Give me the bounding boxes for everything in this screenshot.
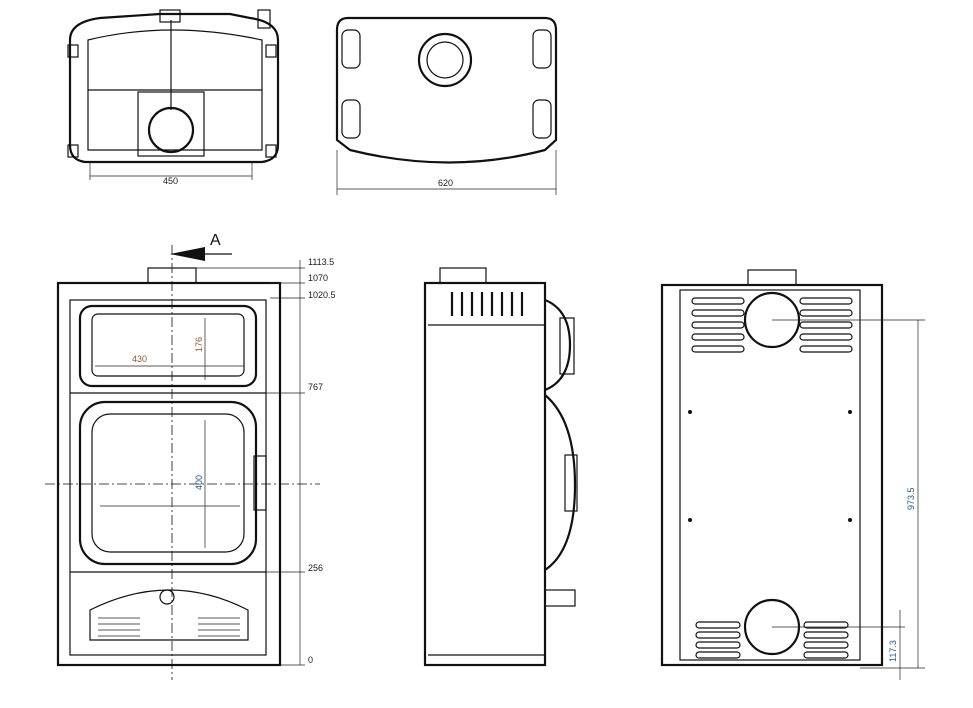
top-view-rear: 620: [335, 16, 558, 195]
section-marker-a: A: [210, 232, 221, 249]
dim-117-3: 117.3: [888, 640, 898, 662]
dim-620: 620: [438, 178, 453, 188]
height-label: 256: [308, 563, 323, 573]
dim-450: 450: [163, 176, 178, 186]
dim-430: 430: [132, 354, 147, 364]
height-label: 767: [308, 382, 323, 392]
height-label: 1113.5: [308, 257, 334, 267]
dim-400: 400: [194, 475, 204, 490]
front-view: A 430 176 400 1113.5 1070 1020.5 767 256…: [45, 232, 336, 680]
dim-973-5: 973.5: [906, 487, 916, 510]
height-label: 1070: [308, 273, 328, 283]
height-label: 0: [308, 655, 313, 665]
dim-176: 176: [194, 337, 204, 352]
top-view-front: 450: [67, 9, 280, 186]
rear-view: 973.5 117.3: [660, 269, 925, 680]
side-view: [423, 267, 578, 667]
height-label: 1020.5: [308, 290, 336, 300]
